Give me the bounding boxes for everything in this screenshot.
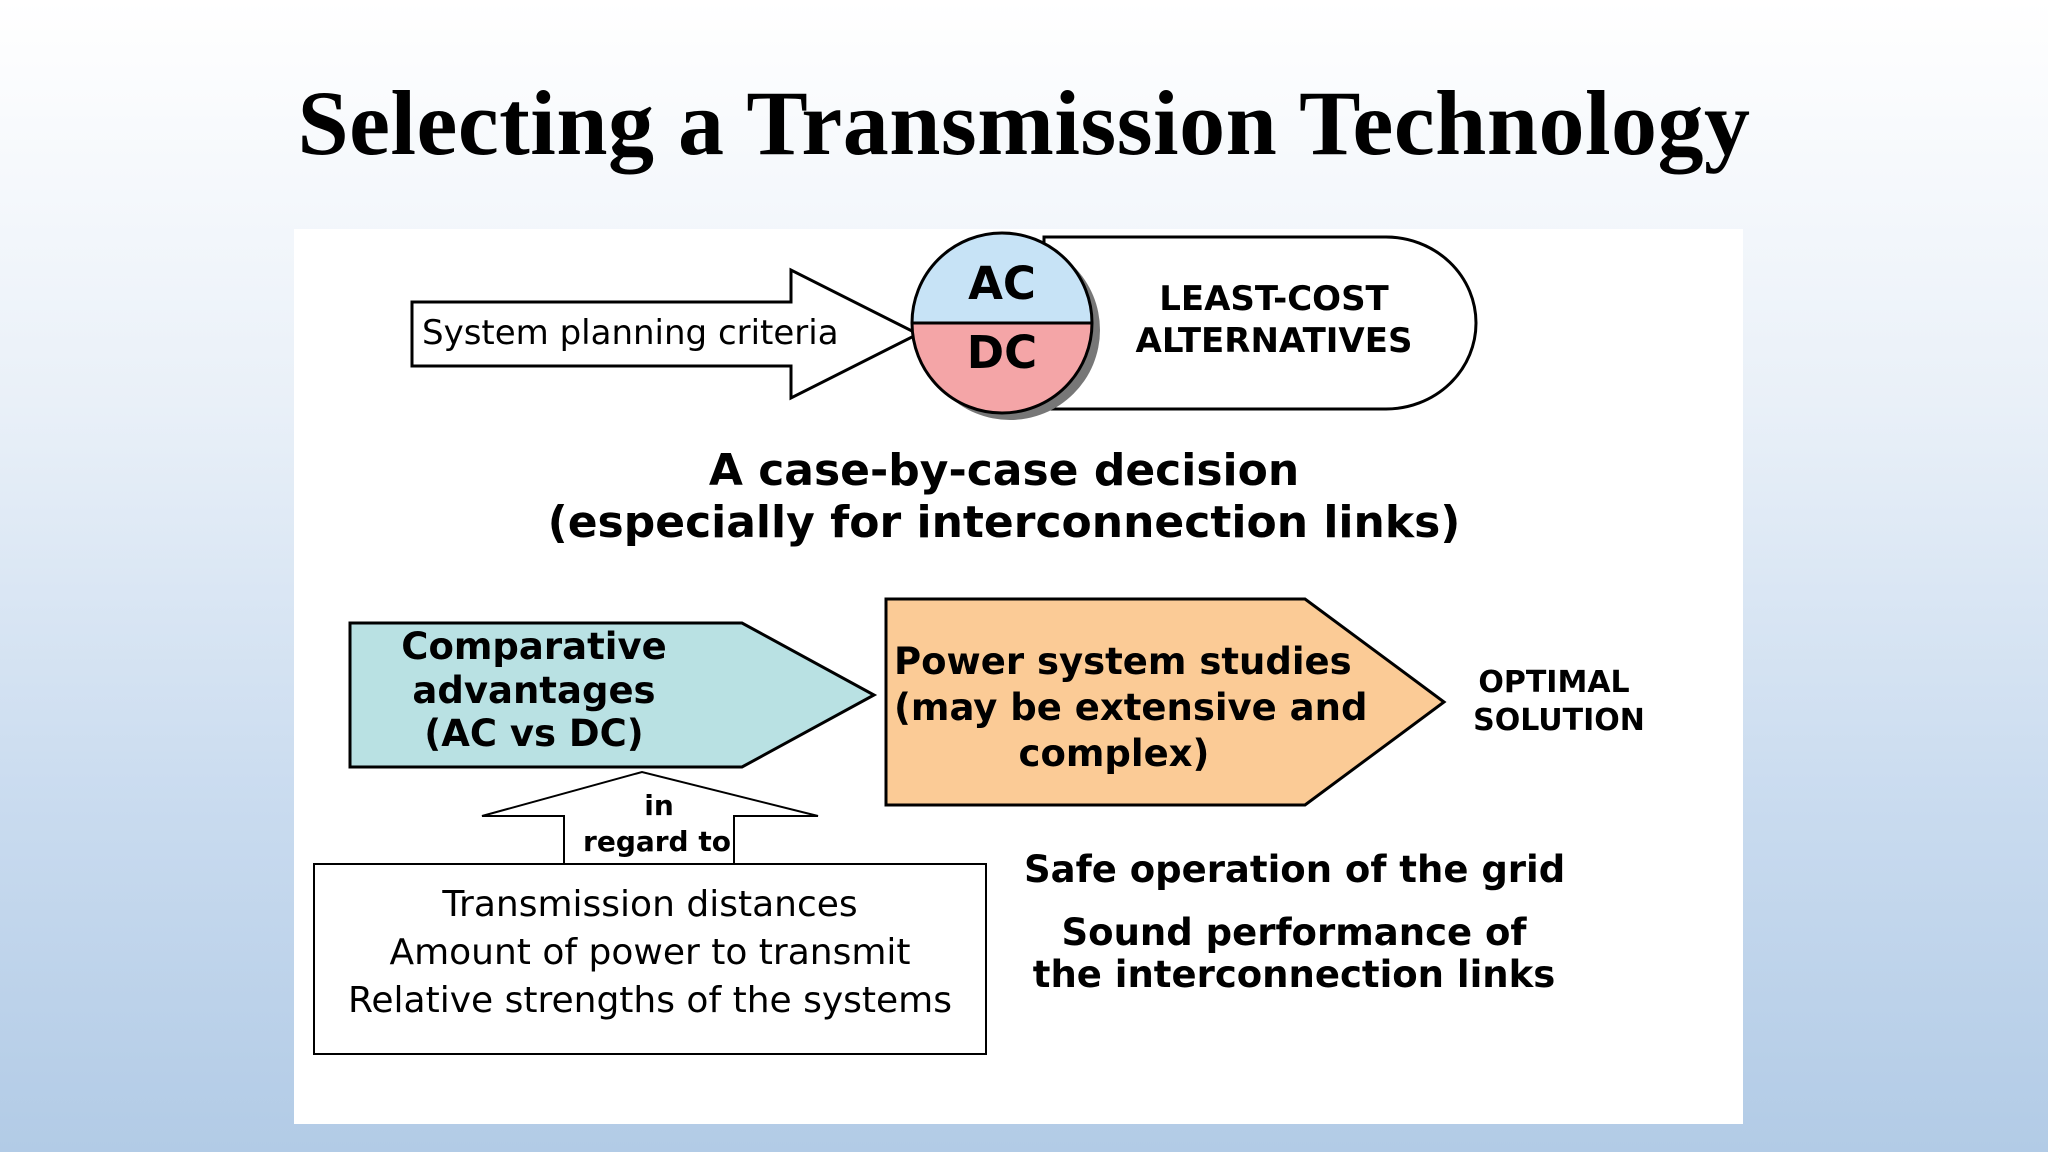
ac-label: AC: [968, 257, 1036, 310]
dc-label: DC: [966, 326, 1038, 379]
diagram-panel: System planning criteria AC DC LEAST-COS…: [294, 229, 1743, 1124]
factor-item-2: Amount of power to transmit: [389, 932, 911, 973]
optimal-line-2: SOLUTION: [1473, 703, 1645, 738]
regard-line-2: regard to: [583, 825, 731, 858]
slide-title: Selecting a Transmission Technology: [297, 72, 1751, 174]
alternatives-line-2: ALTERNATIVES: [1135, 321, 1413, 361]
studies-line-3: complex): [1018, 732, 1210, 775]
comparative-line-1: Comparative: [401, 625, 667, 668]
alternatives-capsule: [1042, 235, 1478, 411]
factors-box: [313, 863, 987, 1055]
factor-item-3: Relative strengths of the systems: [347, 980, 953, 1021]
regard-arrow: [481, 770, 819, 864]
alternatives-line-1: LEAST-COST: [1159, 279, 1389, 319]
ac-half: [912, 233, 1092, 323]
regard-line-1: in: [644, 789, 674, 822]
outcome-line-1: Safe operation of the grid: [1024, 848, 1566, 891]
optimal-line-1: OPTIMAL: [1478, 665, 1630, 700]
outcome-line-2: Sound performance of: [1061, 911, 1527, 954]
comparative-line-2: advantages: [412, 669, 656, 712]
outcome-line-3: the interconnection links: [1032, 953, 1556, 996]
studies-line-2: (may be extensive and: [894, 686, 1368, 729]
factor-item-1: Transmission distances: [442, 884, 858, 925]
input-arrow-label: System planning criteria: [422, 313, 839, 353]
studies-arrow: [884, 597, 1447, 807]
decision-line-1: A case-by-case decision: [708, 445, 1300, 496]
decision-line-2: (especially for interconnection links): [547, 497, 1461, 548]
studies-line-1: Power system studies: [894, 640, 1352, 683]
diagram-canvas: [313, 231, 1478, 1055]
comparative-arrow: [348, 621, 878, 769]
input-arrow: [410, 267, 922, 401]
dc-half: [912, 323, 1092, 413]
comparative-line-3: (AC vs DC): [424, 712, 644, 755]
